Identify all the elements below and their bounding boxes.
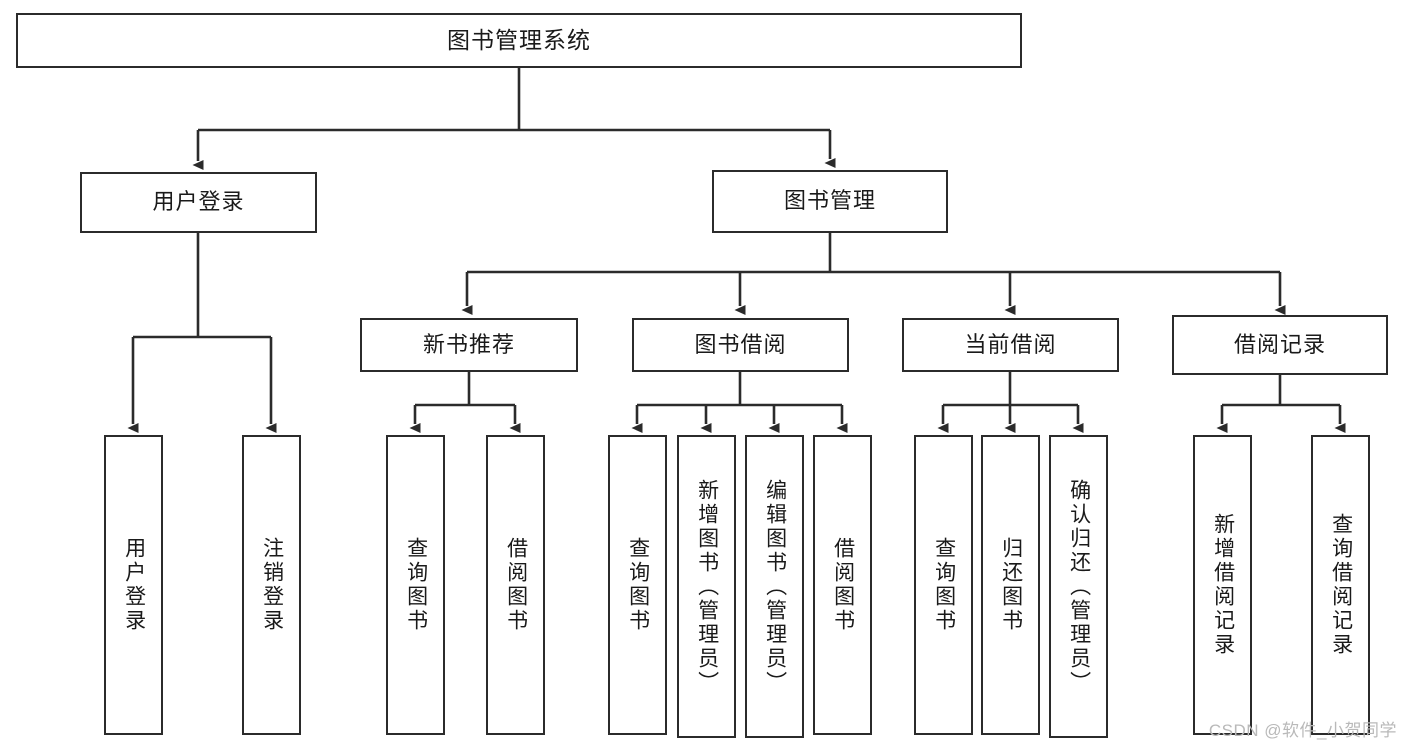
leaf-borrow-query-book[interactable]: 查询图书 xyxy=(608,435,667,735)
node-label: 查询图书 xyxy=(626,537,650,633)
leaf-current-confirm-return-admin[interactable]: 确认归还（管理员） xyxy=(1049,435,1108,738)
node-user-login[interactable]: 用户登录 xyxy=(80,172,317,233)
node-borrow-record[interactable]: 借阅记录 xyxy=(1172,315,1388,375)
node-current-borrow[interactable]: 当前借阅 xyxy=(902,318,1119,372)
node-label: 用户登录 xyxy=(152,189,245,215)
watermark: CSDN @软件_小贺同学 xyxy=(1208,721,1397,740)
node-label: 注销登录 xyxy=(260,537,284,633)
node-label: 新增借阅记录 xyxy=(1211,513,1235,657)
leaf-recommend-borrow-book[interactable]: 借阅图书 xyxy=(486,435,545,735)
leaf-current-return-book[interactable]: 归还图书 xyxy=(981,435,1040,735)
node-label: 借阅记录 xyxy=(1233,331,1326,357)
node-label: 新增图书（管理员） xyxy=(695,478,719,695)
node-root-system[interactable]: 图书管理系统 xyxy=(16,13,1022,68)
node-book-management[interactable]: 图书管理 xyxy=(712,170,948,233)
leaf-recommend-query-book[interactable]: 查询图书 xyxy=(386,435,445,735)
leaf-record-query-record[interactable]: 查询借阅记录 xyxy=(1311,435,1370,735)
node-label: 当前借阅 xyxy=(964,331,1057,357)
node-label: 用户登录 xyxy=(122,537,146,633)
node-label: 借阅图书 xyxy=(831,537,855,633)
node-label: 图书借阅 xyxy=(694,331,787,357)
leaf-user-login-login[interactable]: 用户登录 xyxy=(104,435,163,735)
node-label: 借阅图书 xyxy=(504,537,528,633)
leaf-current-query-book[interactable]: 查询图书 xyxy=(914,435,973,735)
leaf-borrow-add-book-admin[interactable]: 新增图书（管理员） xyxy=(677,435,736,738)
node-new-book-recommend[interactable]: 新书推荐 xyxy=(360,318,578,372)
leaf-user-login-logout[interactable]: 注销登录 xyxy=(242,435,301,735)
node-label: 新书推荐 xyxy=(422,331,515,357)
node-label: 查询图书 xyxy=(932,537,956,633)
node-label: 确认归还（管理员） xyxy=(1067,478,1091,695)
node-label: 查询图书 xyxy=(404,537,428,633)
node-label: 归还图书 xyxy=(999,537,1023,633)
node-label: 图书管理系统 xyxy=(447,26,591,53)
node-book-borrow[interactable]: 图书借阅 xyxy=(632,318,849,372)
node-label: 编辑图书（管理员） xyxy=(763,478,787,695)
leaf-borrow-edit-book-admin[interactable]: 编辑图书（管理员） xyxy=(745,435,804,738)
node-label: 查询借阅记录 xyxy=(1329,513,1353,657)
node-label: 图书管理 xyxy=(783,188,876,214)
leaf-borrow-borrow-book[interactable]: 借阅图书 xyxy=(813,435,872,735)
leaf-record-add-record[interactable]: 新增借阅记录 xyxy=(1193,435,1252,735)
